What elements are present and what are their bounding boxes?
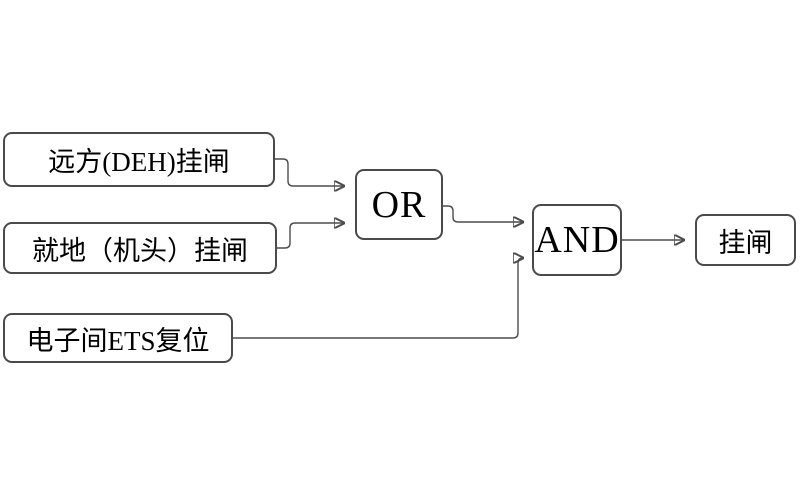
or-gate-label: OR [371,183,427,226]
node-local-label: 就地（机头）挂闸 [32,235,248,266]
node-latch-output: 挂闸 [695,214,796,266]
edge-remote-to-or [275,158,345,186]
node-latch-output-label: 挂闸 [718,227,773,258]
node-ets-reset: 电子间ETS复位 [3,313,233,363]
or-gate: OR [355,169,443,240]
edge-ets-to-and [233,258,524,339]
edge-local-to-or [277,223,345,249]
and-gate-label: AND [534,219,620,261]
node-ets-label: 电子间ETS复位 [26,325,210,356]
node-remote-label: 远方(DEH)挂闸 [48,147,230,177]
edge-or-to-and [443,205,524,222]
node-local-head-latch: 就地（机头）挂闸 [3,222,277,274]
node-remote-deh-latch: 远方(DEH)挂闸 [3,132,275,187]
and-gate: AND [532,204,622,276]
